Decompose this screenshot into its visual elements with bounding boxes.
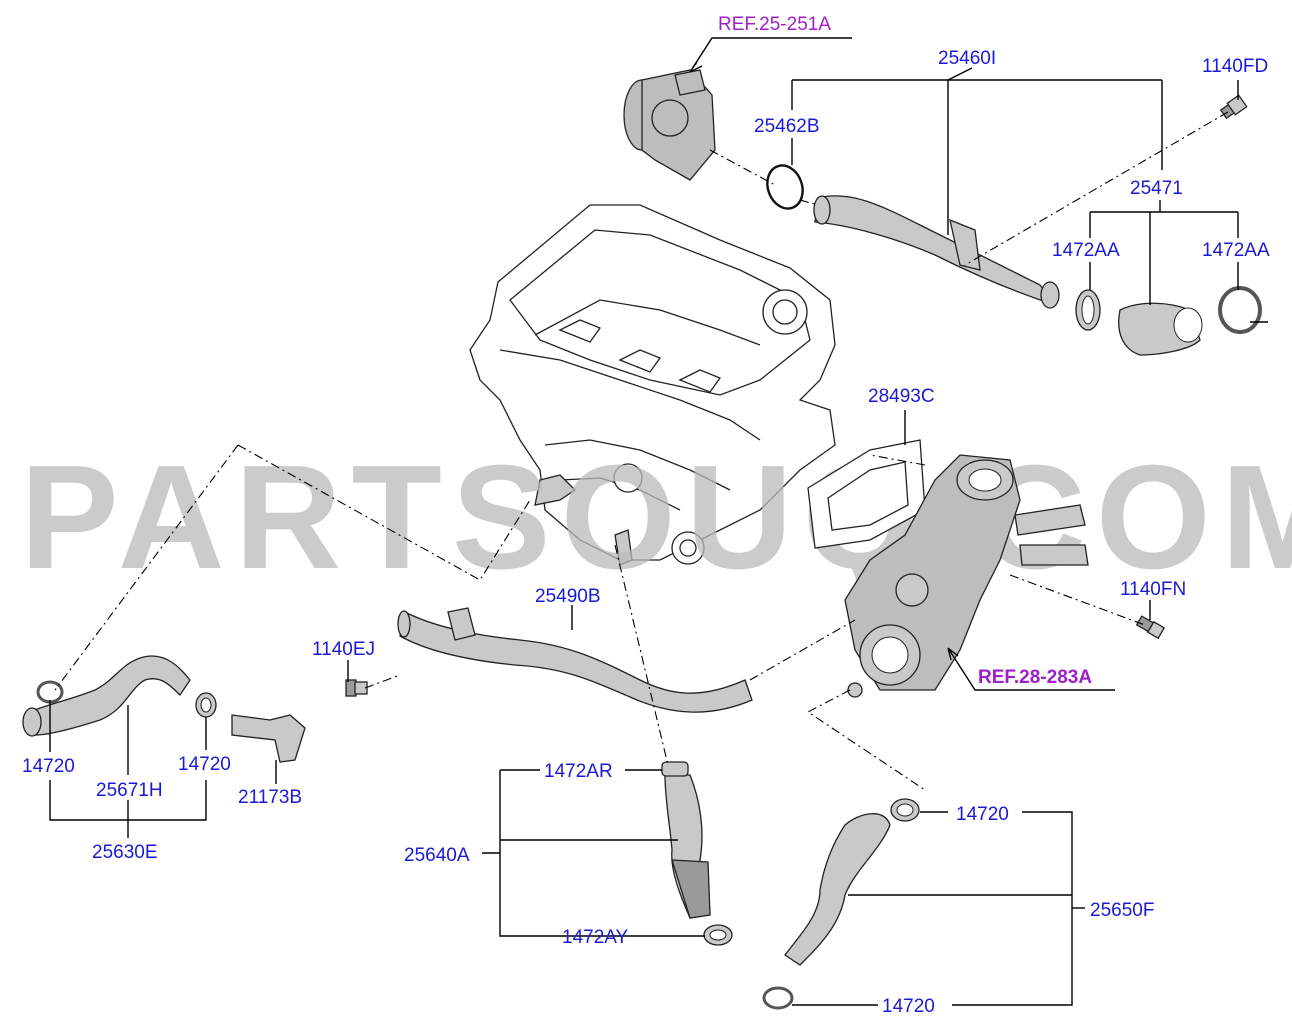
- hose-25671H: [29, 655, 191, 736]
- clamp-1472AR: [661, 761, 689, 777]
- label-25471[interactable]: 25471: [1130, 178, 1183, 199]
- thermostat-housing: [844, 454, 1089, 698]
- label-28493C[interactable]: 28493C: [868, 386, 935, 407]
- watermark: PARTSOUQ.COM: [20, 435, 1292, 600]
- part-labels: REF.25-251A 25460I 1140FD 25462B 25471 1…: [22, 14, 1270, 1017]
- label-25671H[interactable]: 25671H: [96, 780, 163, 801]
- clamp-14720-d: [762, 986, 794, 1010]
- label-25650F[interactable]: 25650F: [1090, 900, 1154, 921]
- label-1472AA-left[interactable]: 1472AA: [1052, 240, 1120, 261]
- hose-25650F: [784, 813, 891, 966]
- label-ref-28-283A[interactable]: REF.28-283A: [978, 667, 1092, 688]
- label-21173B[interactable]: 21173B: [238, 787, 302, 808]
- clamp-1472AY: [703, 924, 733, 946]
- bolt-1140FD: [1219, 94, 1248, 120]
- label-25630E[interactable]: 25630E: [92, 842, 158, 863]
- label-1472AY[interactable]: 1472AY: [562, 927, 629, 948]
- pipe-25490B: [399, 611, 753, 713]
- label-1140FD[interactable]: 1140FD: [1202, 56, 1268, 77]
- label-1472AR[interactable]: 1472AR: [544, 761, 613, 782]
- label-14720-a[interactable]: 14720: [22, 756, 75, 777]
- label-14720-d[interactable]: 14720: [882, 996, 935, 1017]
- bolt-1140EJ: [345, 679, 368, 697]
- pipe-25460I: [814, 195, 1057, 307]
- water-pump: [623, 69, 716, 181]
- clamp-1472AA-right: [1218, 286, 1268, 334]
- clamp-1472AA-left: [1075, 289, 1101, 331]
- bolt-1140FN: [1135, 615, 1166, 640]
- label-14720-b[interactable]: 14720: [178, 754, 231, 775]
- label-25640A[interactable]: 25640A: [404, 845, 470, 866]
- clamp-14720-c: [890, 798, 920, 822]
- label-1140FN[interactable]: 1140FN: [1120, 579, 1186, 600]
- leader-lines: [49, 37, 1239, 1006]
- label-1140EJ[interactable]: 1140EJ: [312, 639, 375, 660]
- label-1472AA-right[interactable]: 1472AA: [1202, 240, 1270, 261]
- assembly-lines: [54, 111, 1229, 791]
- label-25490B[interactable]: 25490B: [535, 586, 601, 607]
- label-25460I[interactable]: 25460I: [938, 48, 996, 69]
- engine-block: [469, 204, 836, 566]
- label-ref-25-251A[interactable]: REF.25-251A: [718, 14, 831, 35]
- label-25462B[interactable]: 25462B: [754, 116, 820, 137]
- o-ring-25462B: [766, 164, 804, 210]
- label-14720-c[interactable]: 14720: [956, 804, 1009, 825]
- clamp-14720-b: [195, 692, 217, 718]
- fitting-21173B: [231, 714, 306, 763]
